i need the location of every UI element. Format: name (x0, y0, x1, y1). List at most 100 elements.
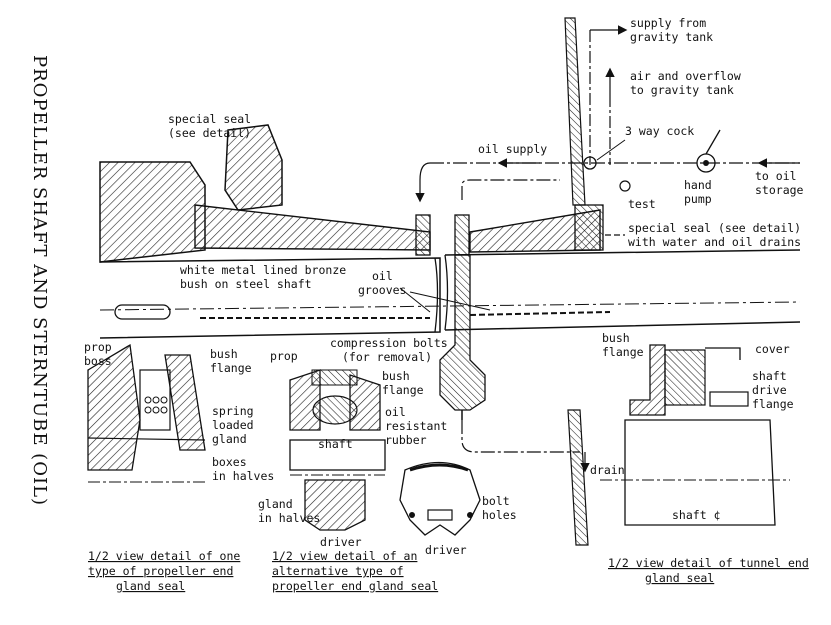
caption-right-line1: 1/2 view detail of tunnel end (608, 556, 809, 570)
hand-pump-lever (705, 129, 721, 155)
sterntube-upper-wall (194, 204, 431, 251)
tunnel-end-seal (574, 204, 604, 251)
label-cover: cover (755, 342, 790, 356)
label-bush-steel-shaft: bush on steel shaft (180, 277, 312, 291)
label-gland-2: gland (258, 497, 293, 511)
propeller-shaft (99, 257, 441, 339)
label-oil-2: oil (385, 405, 406, 419)
caption-left-line1: 1/2 view detail of one (88, 549, 240, 563)
label-water-oil-drains: with water and oil drains (628, 235, 801, 249)
driver-slot (427, 509, 453, 521)
label-air-overflow: air and overflow (630, 69, 741, 83)
hand-pump-centre (703, 160, 709, 166)
caption-right-line2: gland seal (645, 571, 714, 585)
bush-flange-left (415, 214, 431, 256)
label-white-metal: white metal lined bronze (180, 263, 346, 277)
label-boxes: boxes (212, 455, 247, 469)
label-flange-2: flange (382, 383, 424, 397)
caption-mid-line3: propeller end gland seal (272, 579, 438, 593)
label-prop: prop (84, 340, 112, 354)
test-cock-icon (619, 180, 631, 192)
caption-left-line3: gland seal (116, 579, 185, 593)
label-bolt: bolt (482, 494, 510, 508)
label-drain: drain (590, 463, 625, 477)
label-in-halves-2: in halves (258, 511, 320, 525)
driver-detail (399, 461, 481, 536)
drain-pipe (567, 409, 589, 546)
coupling-driver (439, 254, 486, 411)
propeller-shaft-right (444, 249, 801, 331)
label-bush-3: bush (602, 331, 630, 345)
detail3-shaft (624, 419, 776, 526)
label-drive: drive (752, 383, 787, 397)
detail3-bush-flange (629, 344, 666, 416)
label-to-gravity-tank: to gravity tank (630, 83, 734, 97)
detail2-gland-halves (304, 479, 366, 531)
shaft-break-line (434, 254, 449, 333)
label-gland: gland (212, 432, 247, 446)
label-spring: spring (212, 404, 254, 418)
label-in-halves: in halves (212, 469, 274, 483)
detail2-rubber-ring (312, 395, 358, 425)
detail-three-tunnel-gland (600, 344, 790, 526)
bolt-hole-icon (467, 512, 473, 518)
caption-mid-line1: 1/2 view detail of an (272, 549, 417, 563)
detail3-seal-body (664, 349, 706, 406)
shaft-centreline (99, 301, 801, 311)
detail2-shaft (289, 439, 386, 471)
label-flange: flange (210, 361, 252, 375)
label-oil-supply: oil supply (478, 142, 547, 156)
bush-flange-right (454, 214, 470, 256)
label-boss: boss (84, 354, 112, 368)
diagram-title: PROPELLER SHAFT AND STERNTUBE (OIL) (29, 55, 50, 506)
detail1-gland-box (139, 369, 171, 431)
oil-feed-right (461, 179, 560, 200)
captions: 1/2 view detail of one type of propeller… (88, 549, 809, 593)
label-storage: storage (755, 183, 804, 197)
label-test: test (628, 197, 656, 211)
label-compression-bolts: compression bolts (330, 336, 448, 350)
label-oil: oil (372, 269, 393, 283)
detail-one-propeller-gland (87, 343, 206, 483)
label-shaft-cl: shaft ¢ (672, 508, 720, 522)
label-shaft: shaft (318, 437, 353, 451)
label-pump: pump (684, 192, 712, 206)
caption-mid-line2: alternative type of (272, 564, 404, 578)
keyway (114, 304, 171, 320)
detail3-drive-flange (709, 391, 749, 407)
label-shaft-3: shaft (752, 369, 787, 383)
gravity-tank-pipe (564, 17, 586, 206)
main-shaft-assembly (99, 124, 801, 420)
caption-left-line2: type of propeller end (88, 564, 233, 578)
label-driver: driver (320, 535, 362, 549)
drain-line (461, 420, 580, 453)
detail1-bush-flange (164, 354, 206, 451)
label-supply-from: supply from (630, 16, 706, 30)
label-hand: hand (684, 178, 712, 192)
cock-leader (596, 139, 626, 161)
oil-groove-right (469, 311, 611, 316)
label-special-seal: special seal (168, 112, 251, 126)
grooves-leader (399, 287, 431, 313)
propeller-boss (99, 161, 206, 263)
bolt-hole-icon (409, 512, 415, 518)
label-gravity-tank: gravity tank (630, 30, 713, 44)
labels: special seal (see detail) supply from gr… (84, 16, 804, 557)
oil-piping (415, 17, 800, 546)
label-for-removal: (for removal) (342, 350, 432, 364)
label-three-way-cock: 3 way cock (625, 124, 694, 138)
label-holes: holes (482, 508, 517, 522)
label-bush: bush (210, 347, 238, 361)
label-to-oil: to oil (755, 169, 797, 183)
detail2-compression-bolts (311, 369, 358, 386)
label-resistant: resistant (385, 419, 447, 433)
label-special-seal-right: special seal (see detail) (628, 221, 801, 235)
label-loaded: loaded (212, 418, 254, 432)
label-see-detail: (see detail) (168, 126, 251, 140)
label-rubber: rubber (385, 433, 427, 447)
oil-feed-left (415, 162, 431, 203)
stern-frame-block (224, 124, 283, 211)
label-prop-2: prop (270, 349, 298, 363)
